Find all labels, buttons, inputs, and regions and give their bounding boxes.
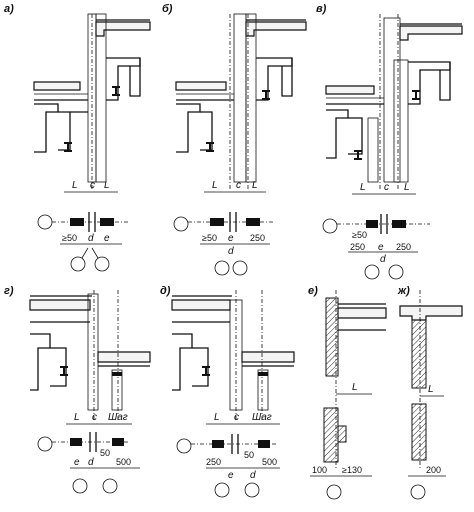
dim-50: 50 xyxy=(244,450,254,460)
dim-250: 250 xyxy=(206,457,221,467)
column-plan-left xyxy=(70,218,84,226)
panel-d: д) L c Шаг 250 e 50 d 500 xyxy=(160,285,295,498)
dim-d: d xyxy=(250,470,256,481)
wall-lower xyxy=(323,407,339,463)
dim-c: c xyxy=(234,412,239,423)
dim-d: d xyxy=(88,457,94,468)
dim-c: c xyxy=(236,180,241,191)
dim-L-left: L xyxy=(360,182,366,193)
dim-d: d xyxy=(228,246,234,257)
roof-slab-right xyxy=(95,21,151,37)
dim-shag: Шаг xyxy=(252,412,272,423)
wall-upper xyxy=(325,297,339,377)
dim-e: e xyxy=(228,233,234,244)
dim-ge130: ≥130 xyxy=(342,465,362,475)
dim-L-right: L xyxy=(252,180,258,191)
dim-L-right: L xyxy=(104,180,110,191)
dim-ge50: ≥50 xyxy=(352,230,367,240)
dim-50: 50 xyxy=(100,448,110,458)
dim-L-left: L xyxy=(212,180,218,191)
dim-L: L xyxy=(428,384,434,395)
dim-L-left: L xyxy=(72,180,78,191)
panel-e-letter: е) xyxy=(308,285,318,297)
dim-L: L xyxy=(214,412,220,423)
column-plan-right xyxy=(100,218,114,226)
dim-shag: Шаг xyxy=(108,412,128,423)
roof-slab-left xyxy=(33,81,81,91)
panel-a-letter: а) xyxy=(4,3,14,15)
dim-c: c xyxy=(384,182,389,193)
dim-500: 500 xyxy=(116,457,131,467)
panel-v: в) L c L ≥50 250 e 250 d xyxy=(316,3,463,280)
dim-100: 100 xyxy=(312,465,327,475)
dim-500: 500 xyxy=(262,457,277,467)
panel-b: б) L c L ≥50 e 250 d xyxy=(162,3,307,276)
dim-ge50: ≥50 xyxy=(202,233,217,243)
dim-c: c xyxy=(90,180,95,191)
panel-e: е) L 100 ≥130 xyxy=(308,285,387,500)
panel-d-letter: д) xyxy=(160,285,171,297)
dim-L: L xyxy=(74,412,80,423)
dim-L-right: L xyxy=(404,182,410,193)
dim-d: d xyxy=(88,233,94,244)
dim-250-right: 250 xyxy=(396,242,411,252)
dim-e: e xyxy=(74,457,80,468)
dim-e: e xyxy=(104,233,110,244)
dim-250-left: 250 xyxy=(350,242,365,252)
wall-lower xyxy=(411,403,427,461)
crane-rail-left xyxy=(64,142,72,152)
wall-upper xyxy=(411,311,427,389)
panel-g-letter: г) xyxy=(4,285,14,297)
dim-L: L xyxy=(352,382,358,393)
panel-zh-letter: ж) xyxy=(397,285,410,297)
dim-d: d xyxy=(380,254,386,265)
dim-e: e xyxy=(378,242,384,253)
dim-c: c xyxy=(92,412,97,423)
axis-bubble-left xyxy=(37,214,53,230)
panel-a: а) L c L ≥50 d e xyxy=(4,3,151,272)
dim-200: 200 xyxy=(426,465,441,475)
dim-e: e xyxy=(228,470,234,481)
column-right xyxy=(95,13,107,183)
dim-ge50: ≥50 xyxy=(62,233,77,243)
panel-v-letter: в) xyxy=(316,3,327,15)
crane-rail-right xyxy=(112,86,120,96)
panel-g: г) L c Шаг e d 50 500 xyxy=(4,285,151,494)
panel-zh: ж) L 200 xyxy=(397,285,463,500)
panel-b-letter: б) xyxy=(162,3,173,15)
dim-250: 250 xyxy=(250,233,265,243)
